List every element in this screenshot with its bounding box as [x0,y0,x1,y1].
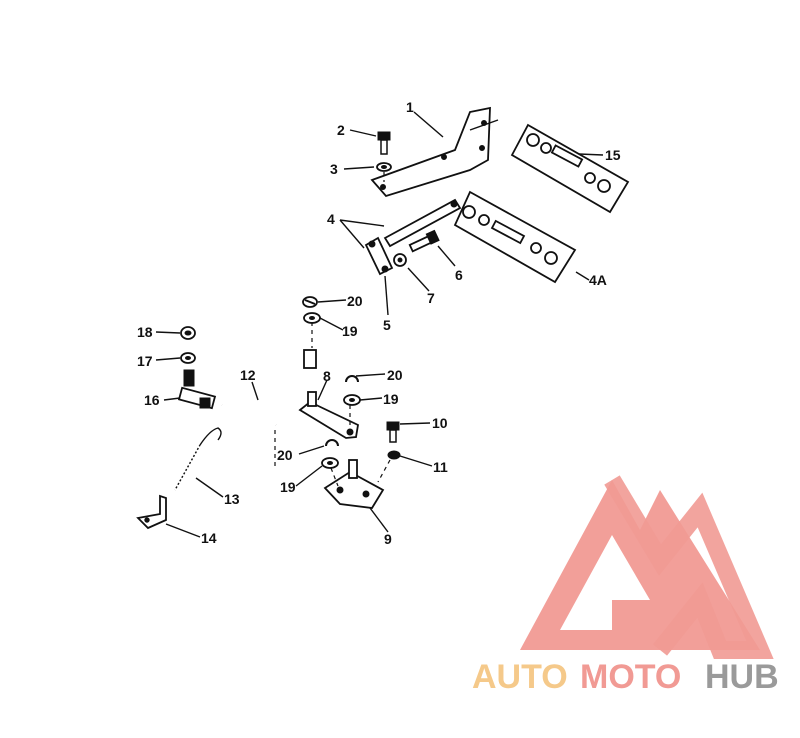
callout-19-upper: 19 [342,323,358,339]
callout-labels: 1 2 3 4 4A 5 6 7 8 9 10 11 12 13 14 15 1… [137,99,621,547]
part-5-link-plate [364,236,394,276]
part-20-clip-lower [325,439,339,447]
part-12-rod [221,398,278,426]
callout-8: 8 [323,368,331,384]
callout-12: 12 [240,367,256,383]
callout-14: 14 [201,530,217,546]
watermark-logo: AUTO MOTO HUB [472,475,779,696]
leader-lines [155,111,604,538]
callout-11: 11 [433,459,448,475]
callout-18: 18 [137,324,153,340]
assembly-dashed-lines [274,172,391,487]
callout-20-right: 20 [387,367,403,383]
callout-16: 16 [144,392,160,408]
part-19-washer-right [343,394,361,406]
callout-4a: 4A [589,272,607,288]
callout-3: 3 [330,161,338,177]
part-2-bolt [377,131,391,155]
callout-4: 4 [327,211,335,227]
part-16-swivel [177,369,217,410]
watermark-text-auto: AUTO [472,658,568,696]
part-13-spring [172,427,222,492]
part-15-stud-kit [510,123,630,214]
part-20-clip-upper [302,296,318,308]
callout-19-lower: 19 [280,479,296,495]
callout-20-upper: 20 [347,293,363,309]
callout-2: 2 [337,122,345,138]
part-4a-stud-kit [453,190,577,284]
callout-6: 6 [455,267,463,283]
callout-19-right: 19 [383,391,399,407]
part-17-washer [180,352,196,364]
callout-10: 10 [432,415,448,431]
callout-15: 15 [605,147,621,163]
callout-20-lower: 20 [277,447,293,463]
part-18-nut [180,326,196,340]
part-8-lever [298,391,359,439]
part-1-mounting-bracket [370,106,499,198]
callout-1: 1 [406,99,414,115]
callout-13: 13 [224,491,240,507]
part-14-spring-bracket [136,494,167,530]
part-10-bolt [386,421,400,443]
part-11-nut [387,450,401,460]
callout-7: 7 [427,290,435,306]
part-3-washer [376,162,392,172]
part-19-washer-upper [303,312,321,324]
part-7-washer [393,253,407,267]
part-4-linkage-rod [288,198,462,369]
part-20-clip-right [345,375,359,383]
callout-5: 5 [383,317,391,333]
part-6-screw [408,229,440,253]
part-9-base-bracket [323,459,385,509]
part-19-washer-lower [321,457,339,469]
watermark-text-moto: MOTO [580,658,681,696]
callout-9: 9 [384,531,392,547]
watermark-text-hub: HUB [705,658,779,696]
callout-17: 17 [137,353,153,369]
